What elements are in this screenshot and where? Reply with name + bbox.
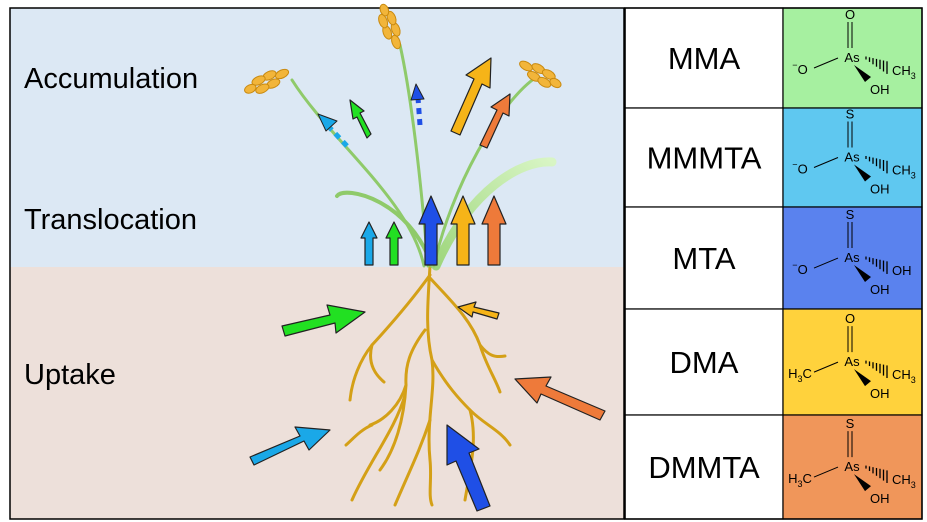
accumulation-arrow-mta: [410, 83, 425, 126]
species-name: MMA: [668, 41, 741, 76]
accumulation-arrow-mmmta: [317, 113, 349, 148]
soil-background: [10, 267, 624, 519]
grain-heads: [244, 3, 562, 94]
left-group: H3C: [788, 366, 812, 384]
top-atom: O: [845, 311, 855, 326]
left-group: H3C: [788, 471, 812, 489]
sky-background: [10, 8, 624, 267]
left-group: −O: [792, 260, 807, 277]
uptake-arrow-dma: [457, 301, 500, 320]
roots: [344, 264, 512, 507]
translocation-arrow-dma: [450, 195, 476, 266]
diagram-border: [9, 7, 625, 520]
right-group: CH3: [892, 63, 916, 81]
center-atom: As: [844, 250, 860, 265]
translocation-arrow-dmmta: [481, 195, 507, 266]
right-group: CH3: [892, 367, 916, 385]
accumulation-arrow-mma: [349, 99, 372, 139]
accumulation-arrow-dma: [450, 57, 492, 136]
uptake-arrow-mma: [281, 304, 366, 337]
top-atom: O: [845, 7, 855, 22]
accumulation-label: Accumulation: [24, 63, 198, 95]
center-atom: As: [844, 459, 860, 474]
uptake-arrows: [249, 301, 606, 512]
right-group: OH: [892, 263, 912, 278]
center-atom: As: [844, 354, 860, 369]
uptake-arrow-dmmta: [514, 376, 606, 421]
translocation-arrows: [360, 195, 507, 266]
translocation-arrow-mmmta: [360, 221, 378, 266]
translocation-label: Translocation: [24, 204, 197, 236]
species-name: DMMTA: [648, 450, 760, 485]
bottom-group: OH: [870, 181, 890, 196]
bottom-group: OH: [870, 491, 890, 506]
top-atom: S: [846, 416, 855, 431]
top-atom: S: [846, 106, 855, 121]
accumulation-arrows: [317, 57, 511, 149]
center-atom: As: [844, 50, 860, 65]
translocation-arrow-mta: [418, 195, 444, 266]
species-name: DMA: [670, 345, 739, 380]
top-atom: S: [846, 207, 855, 222]
species-name: MTA: [672, 241, 735, 276]
right-group: CH3: [892, 472, 916, 490]
left-group: −O: [792, 60, 807, 77]
right-group: CH3: [892, 162, 916, 180]
uptake-arrow-mta: [446, 424, 491, 512]
accumulation-arrow-dmmta: [479, 93, 511, 149]
translocation-arrow-mma: [385, 221, 403, 266]
uptake-arrow-mmmta: [249, 426, 331, 466]
plant-shoots: [290, 43, 557, 271]
bottom-group: OH: [870, 386, 890, 401]
species-name: MMMTA: [647, 141, 762, 176]
left-group: −O: [792, 159, 807, 176]
center-atom: As: [844, 149, 860, 164]
uptake-label: Uptake: [24, 359, 116, 391]
bottom-group: OH: [870, 82, 890, 97]
bottom-group: OH: [870, 282, 890, 297]
